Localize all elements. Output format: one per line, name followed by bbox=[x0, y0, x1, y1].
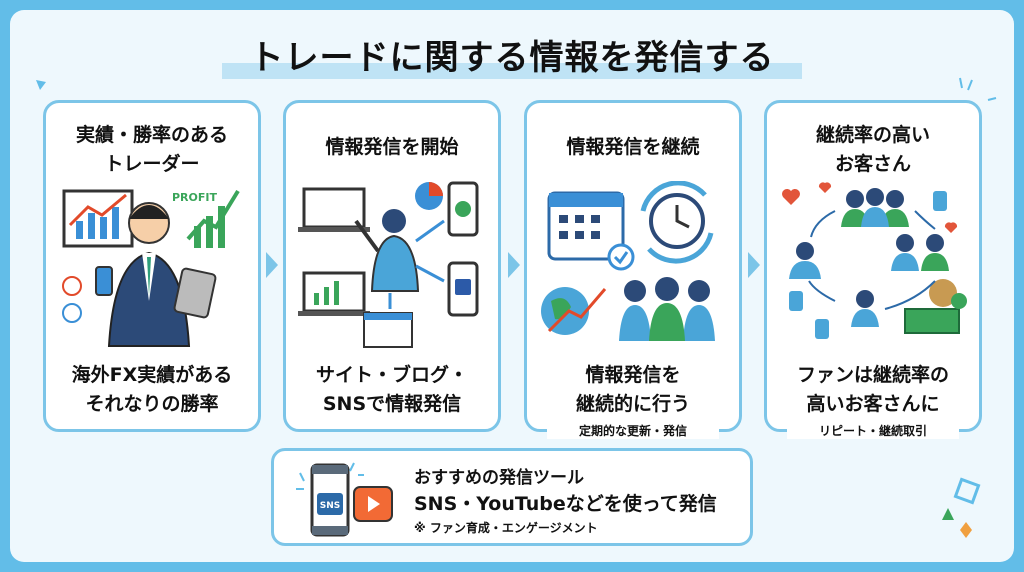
card-body: サイト・ブログ・ SNSで情報発信 bbox=[315, 364, 468, 415]
play-icon bbox=[368, 496, 380, 512]
chevron-right-icon bbox=[266, 252, 278, 278]
calendar-clock-illustration bbox=[541, 181, 715, 341]
trader-illustration: PROFIT bbox=[62, 189, 240, 347]
broadcast-illustration bbox=[298, 181, 479, 348]
sns-youtube-illustration: SNS bbox=[296, 462, 393, 537]
card-start: 情報発信を開始 サイト・ブログ・ SNSで情報発信 bbox=[283, 100, 501, 432]
sns-icon-label: SNS bbox=[320, 501, 341, 511]
chevron-right-icon bbox=[748, 252, 760, 278]
profit-label: PROFIT bbox=[172, 191, 217, 204]
tool-description: SNS・YouTubeなどを使って発信 bbox=[414, 493, 717, 515]
card-body: 情報発信を 継続的に行う bbox=[575, 364, 690, 415]
chevron-right-icon bbox=[508, 252, 520, 278]
card-customers: 継続率の高い お客さん ファンは継続率の 高いお客さんに リピート・継続取引 bbox=[764, 100, 982, 439]
card-subtext: リピート・継続取引 bbox=[787, 423, 959, 439]
card-heading: 実績・勝率のある トレーダー bbox=[75, 124, 228, 175]
tool-note: ※ ファン育成・エンゲージメント bbox=[414, 521, 598, 535]
page-title: トレードに関する情報を発信する bbox=[249, 38, 775, 78]
card-body: 海外FX実績がある それなりの勝率 bbox=[71, 364, 233, 415]
tool-heading: おすすめの発信ツール bbox=[414, 468, 584, 488]
card-heading: 情報発信を開始 bbox=[325, 136, 459, 158]
card-trader: 実績・勝率のある トレーダー PROFIT 海外FX実績がある それなりの勝率 bbox=[43, 100, 261, 432]
title-highlight bbox=[222, 63, 802, 79]
card-heading: 継続率の高い お客さん bbox=[815, 124, 930, 175]
recommended-tools-card: SNS おすすめの発信ツール SNS・YouTubeなどを使って発信 ※ ファン… bbox=[271, 448, 753, 546]
fans-illustration bbox=[782, 182, 967, 339]
card-continue: 情報発信を継続 情報発信を 継続的に行う 定期的な更新・発信 bbox=[524, 100, 742, 439]
card-heading: 情報発信を継続 bbox=[566, 136, 700, 158]
card-subtext: 定期的な更新・発信 bbox=[547, 423, 719, 439]
card-body: ファンは継続率の 高いお客さんに bbox=[796, 364, 949, 415]
